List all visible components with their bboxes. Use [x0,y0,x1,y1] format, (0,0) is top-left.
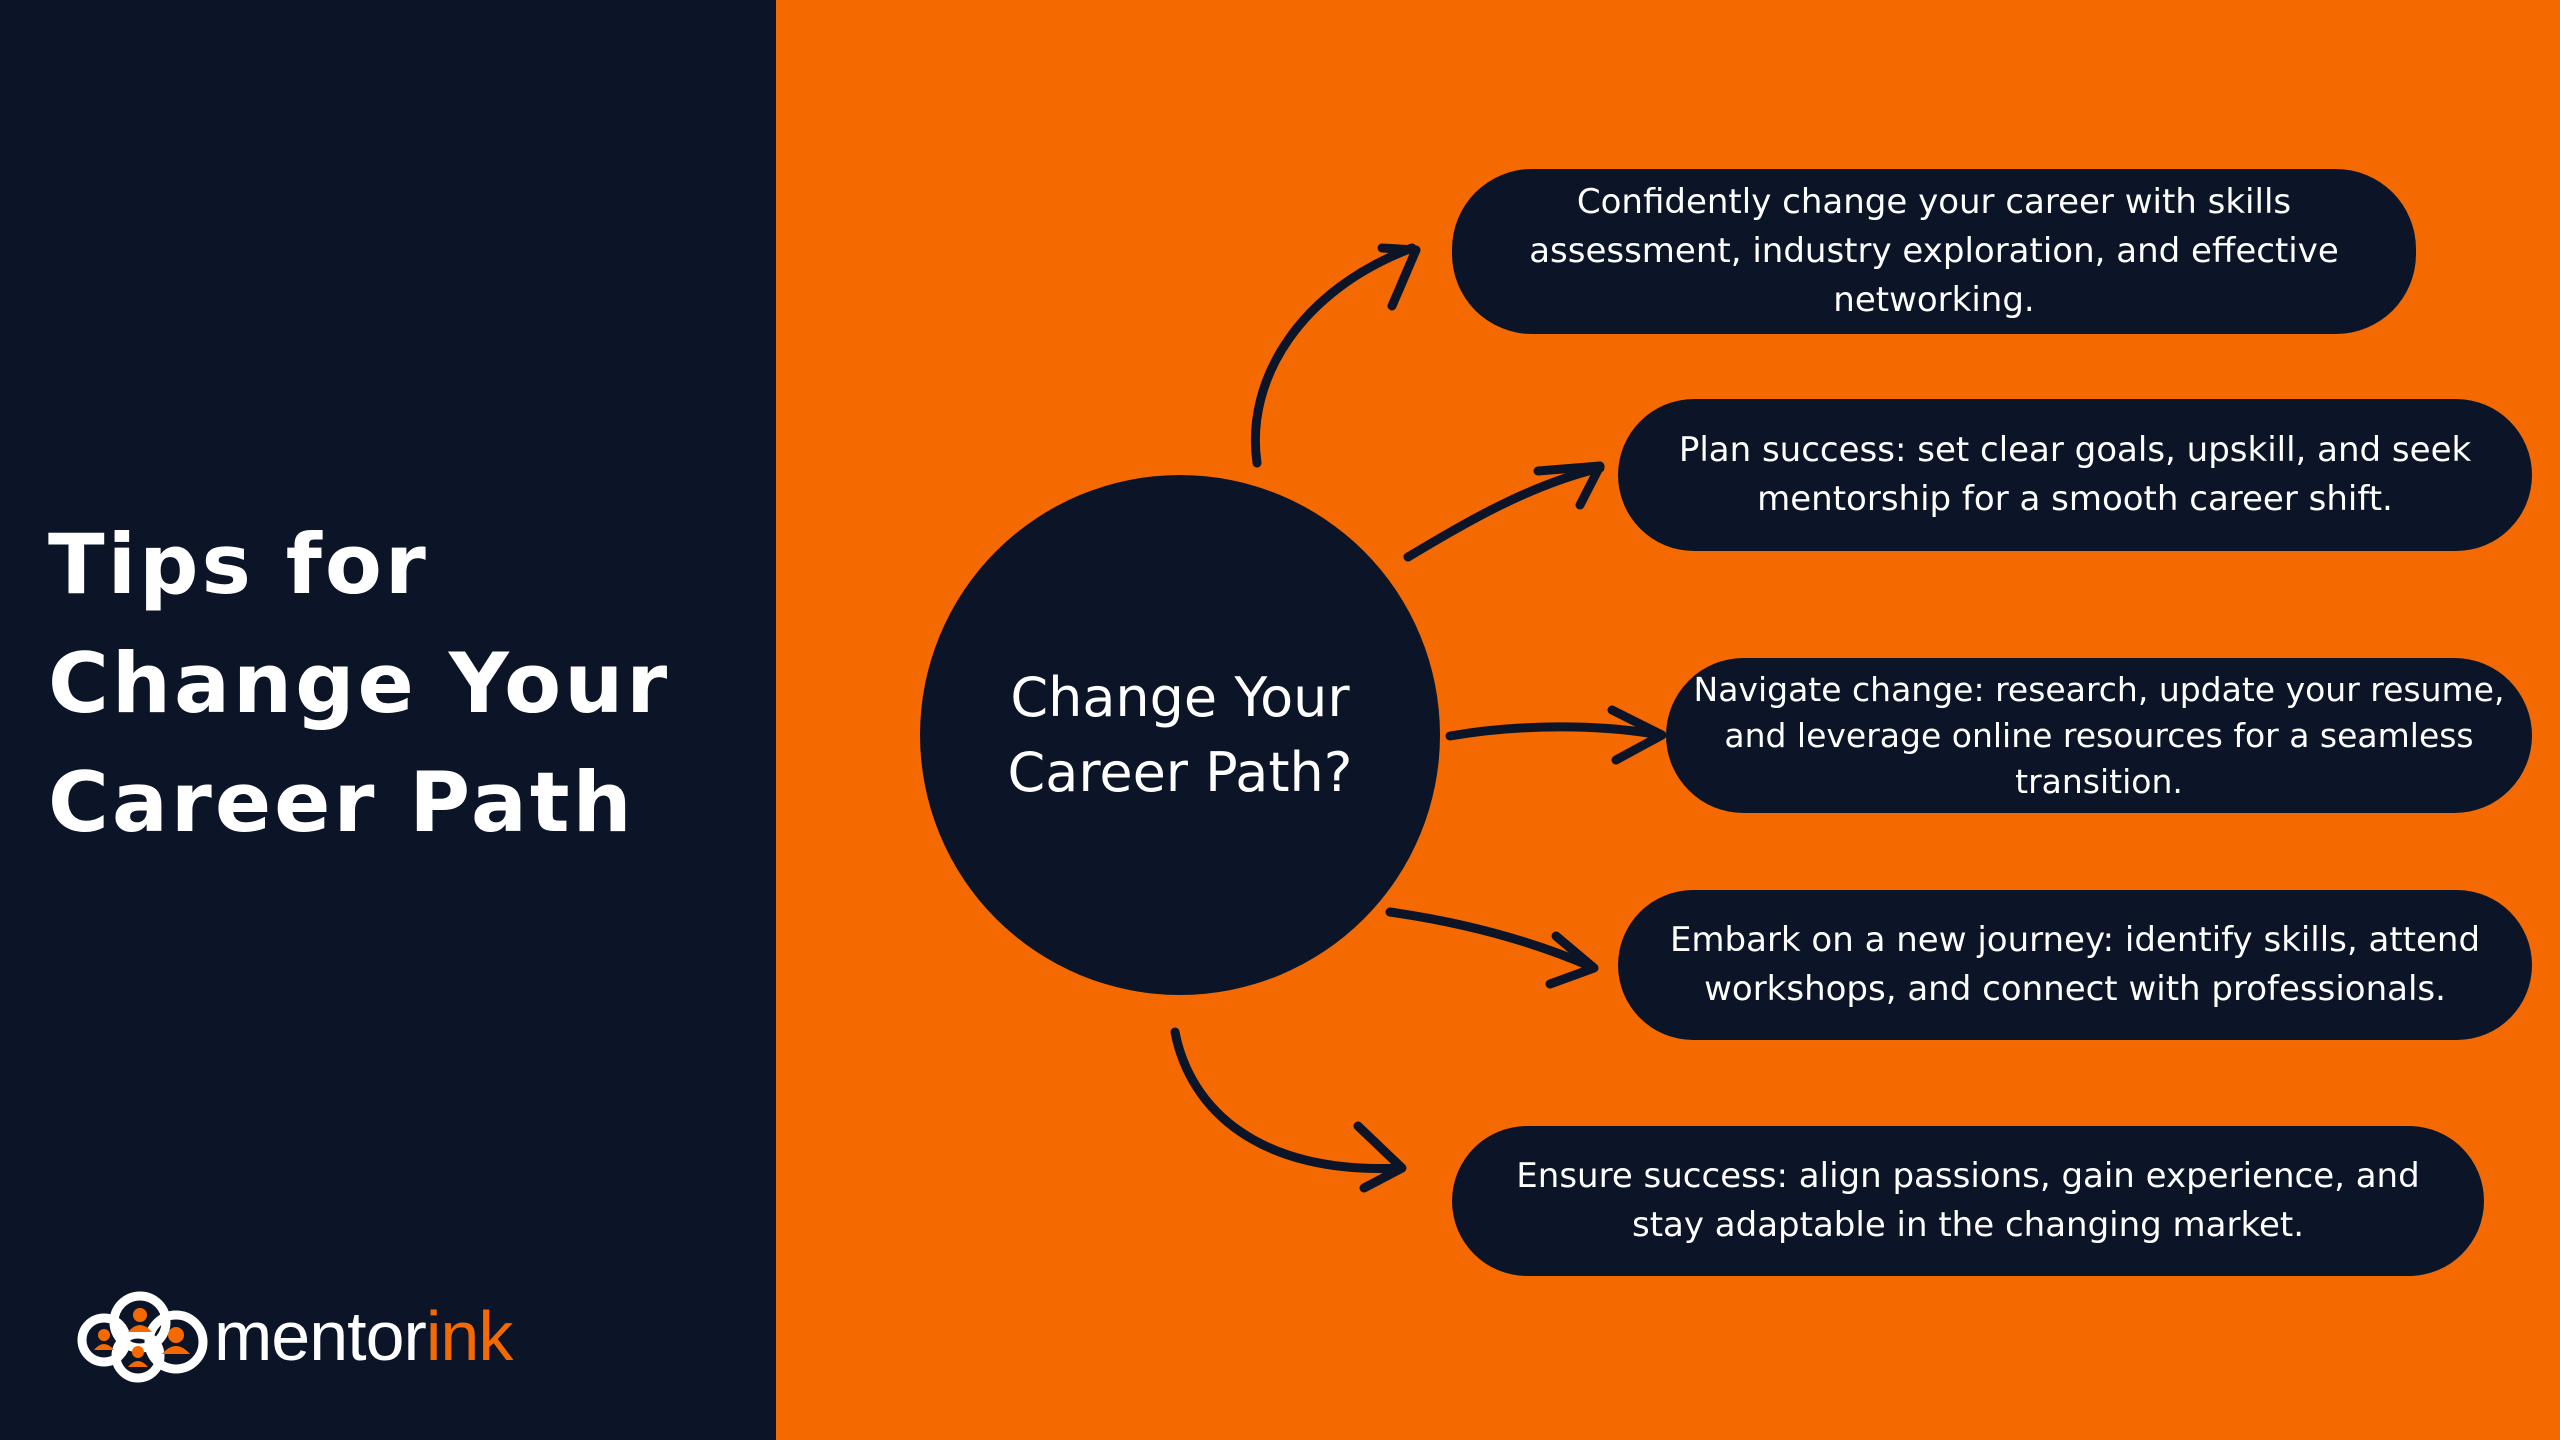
arrow-to-tip-3 [1445,705,1667,765]
tip-card-4: Embark on a new journey: identify skills… [1618,890,2532,1040]
title-line-3: Career Path [48,754,635,851]
logo-text-main: mentor [214,1297,427,1375]
arrow-to-tip-1 [1250,243,1421,468]
arrow-to-tip-5 [1170,1027,1407,1193]
people-cloud-icon [77,1291,208,1383]
page-title: Tips for Change Your Career Path [48,505,748,862]
tip-text-5: Ensure success: align passions, gain exp… [1516,1156,2420,1245]
tip-card-2: Plan success: set clear goals, upskill, … [1618,399,2532,551]
logo-wordmark: mentorink [214,1288,513,1384]
mentorink-logo: mentorink [76,1288,596,1384]
tip-text-2: Plan success: set clear goals, upskill, … [1678,430,2472,519]
left-panel: Tips for Change Your Career Path me [0,0,776,1440]
central-topic-circle: Change Your Career Path? [920,475,1440,995]
central-topic-label: Change Your Career Path? [1007,666,1353,804]
tip-card-3: Navigate change: research, update your r… [1666,658,2532,813]
logo-text-accent: ink [425,1297,513,1375]
tip-text-1: Confidently change your career with skil… [1529,182,2339,320]
arrow-to-tip-2 [1403,461,1605,562]
tip-card-1: Confidently change your career with skil… [1452,169,2416,334]
tip-text-4: Embark on a new journey: identify skills… [1669,920,2481,1009]
tip-text-3: Navigate change: research, update your r… [1693,669,2505,801]
tip-card-5: Ensure success: align passions, gain exp… [1452,1126,2484,1276]
title-line-1: Tips for [48,516,429,613]
arrow-to-tip-4 [1385,907,1599,989]
title-line-2: Change Your [48,635,671,732]
